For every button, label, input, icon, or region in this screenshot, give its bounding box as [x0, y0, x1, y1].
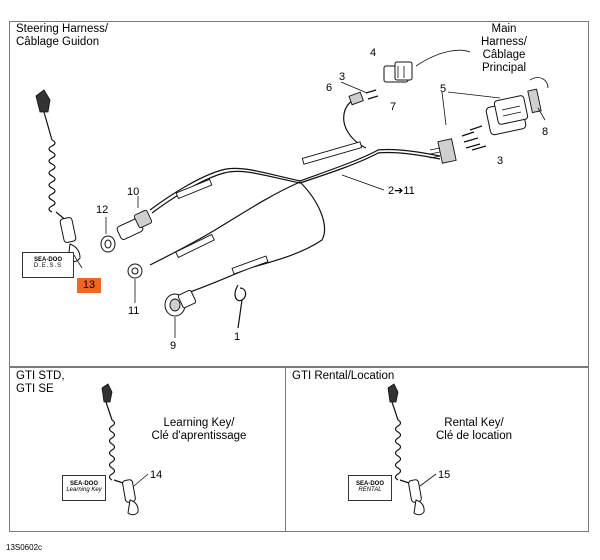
- main-harness-line-3: Câblage: [482, 49, 526, 61]
- callout-3b: 3: [497, 155, 504, 167]
- callout-2-to-11: 2➔11: [388, 185, 415, 197]
- dess-key-card: SEA-DOO D.E.S.S: [22, 252, 74, 278]
- callout-8: 8: [542, 126, 549, 138]
- callout-15: 15: [438, 469, 451, 481]
- learning-key-line-2: Clé d'aprentissage: [151, 430, 247, 442]
- safety-lanyard-main: [35, 89, 83, 269]
- rental-key-label: Rental Key/ Clé de location: [424, 417, 524, 443]
- learning-card-line-2: Learning Key: [66, 487, 102, 493]
- connector-4: [383, 61, 413, 83]
- rental-key-line-1: Rental Key/: [444, 417, 504, 429]
- std-title-line-2: GTI SE: [16, 383, 54, 395]
- cable-tie-1: [234, 284, 247, 329]
- callout-5: 5: [440, 83, 447, 95]
- callout-7: 7: [390, 101, 397, 113]
- learning-key-lanyard: [101, 383, 149, 516]
- main-harness-line-4: Principal: [481, 62, 527, 74]
- std-title-line-1: GTI STD,: [16, 370, 65, 382]
- callout-11: 11: [128, 305, 140, 317]
- steering-harness-panel: [9, 21, 589, 367]
- main-harness-label: Main Harness/ Câblage Principal: [468, 23, 540, 75]
- seal-8: [527, 88, 542, 114]
- main-harness-line-2: Harness/: [480, 36, 528, 48]
- dess-card-line-1: SEA-DOO: [33, 257, 62, 263]
- callout-10: 10: [127, 186, 140, 198]
- rental-key-panel: [285, 367, 589, 532]
- main-panel-title: Steering Harness/ Câblage Guidon: [16, 23, 108, 49]
- harness-wires: [149, 98, 441, 293]
- learning-card-line-1: SEA-DOO: [69, 481, 98, 487]
- learning-key-line-1: Learning Key/: [163, 417, 235, 429]
- title-line-1: Steering Harness/: [16, 23, 109, 35]
- std-panel-title: GTI STD, GTI SE: [16, 370, 65, 396]
- learning-key-card: SEA-DOO Learning Key: [62, 475, 106, 501]
- connector-5: [485, 95, 529, 136]
- figure-code: 13S0602c: [6, 543, 43, 552]
- callout-6: 6: [326, 82, 333, 94]
- dess-card-line-2: D.E.S.S: [33, 263, 63, 269]
- callout-12: 12: [96, 204, 109, 216]
- title-line-2: Câblage Guidon: [16, 36, 100, 48]
- learning-key-label: Learning Key/ Clé d'aprentissage: [144, 417, 254, 443]
- callout-4: 4: [370, 47, 377, 59]
- rental-key-lanyard: [387, 383, 437, 516]
- connector-6: [348, 91, 364, 106]
- connector-10: [116, 196, 153, 240]
- callout-3a: 3: [339, 71, 346, 83]
- callout-9: 9: [170, 340, 177, 352]
- ring-terminal-11: [127, 263, 143, 303]
- rental-key-card: SEA-DOO RENTAL: [348, 475, 392, 501]
- main-harness-line-1: Main: [491, 23, 517, 35]
- rent-panel-title: GTI Rental/Location: [292, 370, 395, 382]
- terminal-block: [429, 138, 457, 164]
- rental-key-line-2: Clé de location: [435, 430, 513, 442]
- rental-card-line-2: RENTAL: [358, 487, 382, 493]
- callout-1: 1: [234, 331, 241, 343]
- callout-13-highlighted: 13: [77, 278, 101, 293]
- connector-9: [164, 289, 197, 338]
- rental-card-line-1: SEA-DOO: [355, 481, 384, 487]
- terminal-pins: [461, 125, 487, 151]
- harness-sleeves: [175, 141, 363, 275]
- callout-14: 14: [150, 469, 163, 481]
